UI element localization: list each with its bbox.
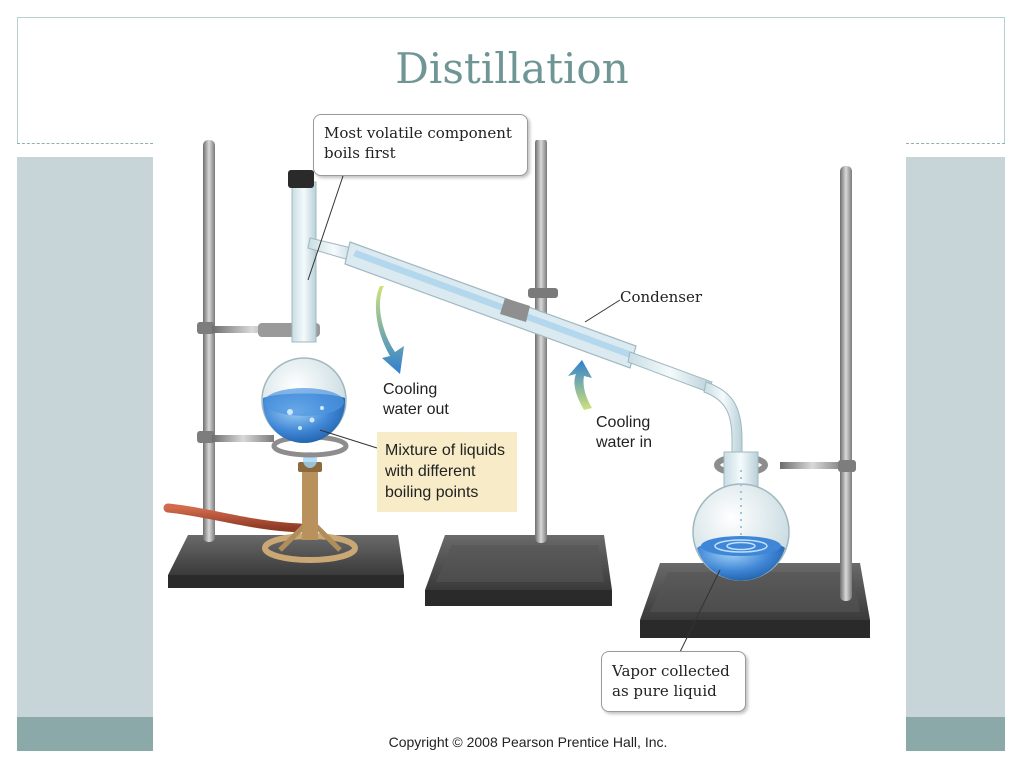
stand-base-middle <box>425 535 612 606</box>
cooling-water-out-arrow <box>375 286 404 374</box>
leader-condenser <box>584 299 621 323</box>
side-panel-left <box>17 157 153 717</box>
label-cooling-in-line2: water in <box>596 434 653 451</box>
callout-mixture-line3: boiling points <box>385 484 479 501</box>
slide-frame <box>17 17 1005 143</box>
copyright-notice: Copyright © 2008 Pearson Prentice Hall, … <box>388 734 668 750</box>
condenser-tube <box>307 237 743 463</box>
callout-most-volatile: Most volatile component boils first <box>313 114 528 176</box>
side-panel-right <box>906 157 1005 717</box>
distillation-apparatus-illustration <box>163 140 870 653</box>
side-footer-left <box>17 717 153 751</box>
leader-volatile <box>307 175 344 281</box>
slide-title: Distillation <box>395 44 629 93</box>
leader-vapor <box>679 569 721 653</box>
callout-vapor-collected: Vapor collected as pure liquid <box>601 651 746 712</box>
callout-mixture-line2: with different <box>385 463 476 480</box>
label-condenser: Condenser <box>620 288 703 306</box>
clamp-middle <box>528 288 558 298</box>
stand-rod-middle <box>535 140 547 543</box>
stand-base-left <box>168 535 404 588</box>
distilling-flask <box>261 170 347 443</box>
callout-mixture-line1: Mixture of liquids <box>385 442 506 459</box>
gas-hose <box>163 503 305 533</box>
label-cooling-out-line1: Cooling <box>383 381 438 398</box>
receiving-flask <box>692 451 790 581</box>
label-cooling-out-line2: water out <box>383 401 449 418</box>
side-footer-right <box>906 717 1005 751</box>
stand-rod-right <box>840 166 852 601</box>
callout-vapor-line1: Vapor collected <box>612 662 730 680</box>
cooling-water-in-arrow <box>568 360 592 410</box>
callout-mixture: Mixture of liquids with different boilin… <box>377 432 517 512</box>
stand-base-right <box>640 563 870 638</box>
leader-mixture <box>319 429 378 449</box>
divider-line-left <box>17 143 153 144</box>
divider-line-right <box>906 143 1005 144</box>
label-cooling-water-out: Cooling water out <box>383 380 449 420</box>
callout-volatile-line2: boils first <box>324 144 396 162</box>
label-cooling-water-in: Cooling water in <box>596 413 652 453</box>
stand-rod-left <box>203 140 215 542</box>
label-cooling-in-line1: Cooling <box>596 414 651 431</box>
callout-volatile-line1: Most volatile component <box>324 124 512 142</box>
callout-vapor-line2: as pure liquid <box>612 682 717 700</box>
